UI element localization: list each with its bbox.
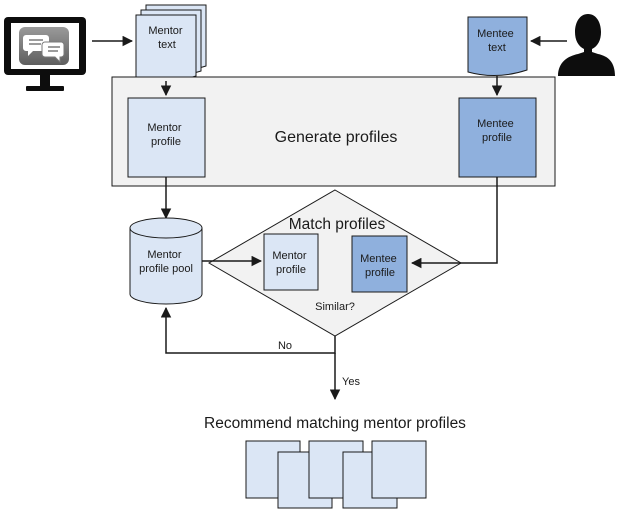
match-mentee-label-line2: profile [365, 267, 395, 279]
yes-branch-label: Yes [342, 376, 360, 388]
match-mentee-profile-box: Mentee profile [351, 235, 408, 293]
no-branch-label: No [278, 340, 292, 352]
mentor-text-label-line1: Mentor [148, 25, 183, 37]
match-mentor-profile-box: Mentor profile [263, 233, 319, 291]
generate-profiles-label: Generate profiles [275, 129, 398, 146]
svg-text:Mentee text: Mentee text [477, 28, 517, 54]
mentee-text-document: Mentee text [467, 16, 528, 76]
svg-text:Mentee profile: Mentee profile [360, 253, 400, 279]
computer-monitor-icon [4, 17, 86, 91]
svg-text:Mentor profile pool: Mentor profile pool [139, 249, 193, 275]
mentor-text-document: Mentor text [135, 4, 207, 82]
pool-label-line2: profile pool [139, 263, 193, 275]
recommended-profiles-stack [245, 440, 427, 509]
similar-question-label: Similar? [315, 301, 355, 313]
mentee-profile-label-line1: Mentee [477, 118, 514, 130]
chat-bubbles-icon [23, 35, 65, 64]
svg-text:Mentor profile: Mentor profile [147, 122, 184, 148]
match-profiles-diamond: Match profiles Similar? [208, 189, 462, 337]
mentee-text-label-line1: Mentee [477, 28, 514, 40]
match-mentor-label-line2: profile [276, 264, 306, 276]
mentor-profile-label-line1: Mentor [147, 122, 182, 134]
arrow-no-back-to-pool [160, 306, 336, 354]
recommended-profile-card [371, 440, 427, 499]
pool-label-line1: Mentor [147, 249, 182, 261]
mentor-profile-label-line2: profile [151, 136, 181, 148]
match-profiles-label: Match profiles [289, 216, 386, 233]
svg-text:Mentee profile: Mentee profile [477, 118, 517, 144]
mentor-profile-pool-cylinder: Mentor profile pool [129, 217, 203, 305]
arrow-mentee-profile-to-match [410, 177, 498, 269]
match-mentor-label-line1: Mentor [272, 250, 307, 262]
mentee-profile-box: Mentee profile [458, 97, 537, 178]
person-silhouette-icon [558, 14, 615, 76]
mentee-profile-label-line2: profile [482, 132, 512, 144]
mentor-text-label-line2: text [158, 39, 176, 51]
mentee-text-label-line2: text [488, 42, 506, 54]
mentor-profile-box: Mentor profile [127, 97, 206, 178]
recommend-label: Recommend matching mentor profiles [204, 415, 466, 432]
svg-text:Mentor text: Mentor text [148, 25, 185, 51]
match-mentee-label-line1: Mentee [360, 253, 397, 265]
svg-text:Mentor profile: Mentor profile [272, 250, 309, 276]
